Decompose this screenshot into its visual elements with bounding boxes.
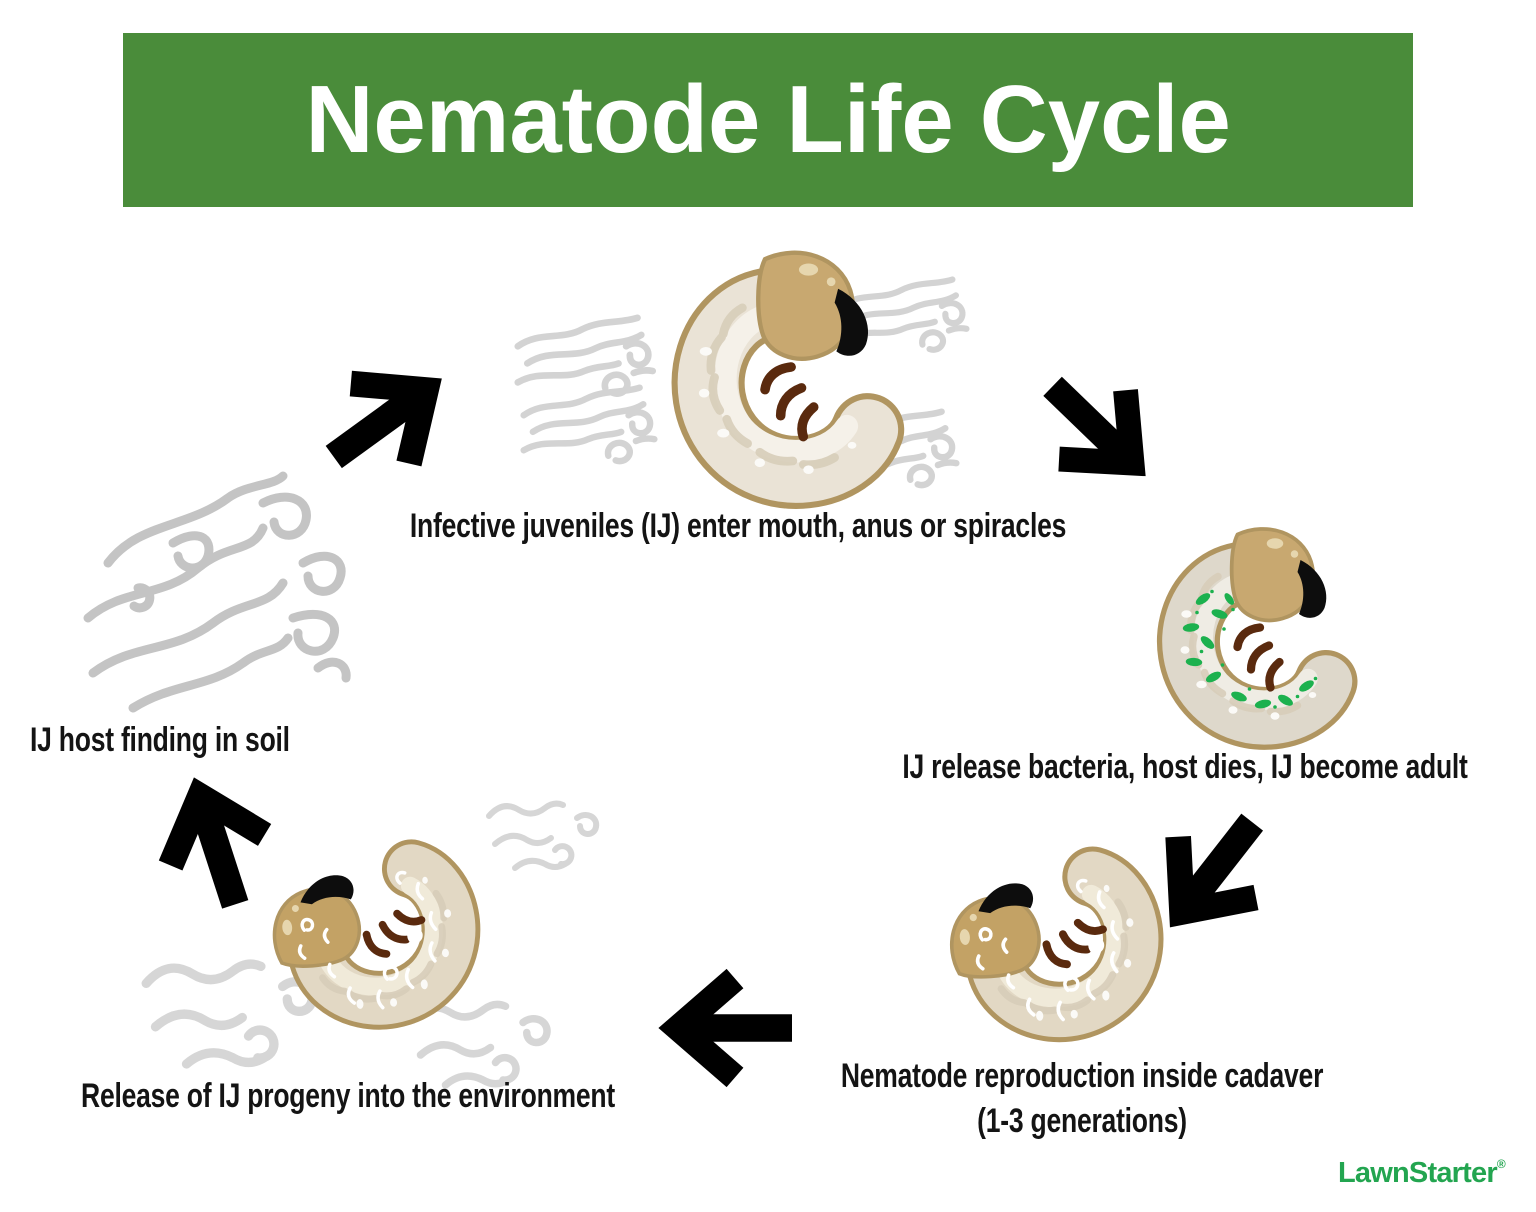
cycle-arrow-down-right: [1019, 352, 1165, 498]
caption-release: Release of IJ progeny into the environme…: [81, 1077, 615, 1115]
page-title: Nematode Life Cycle: [305, 66, 1231, 173]
grub-with-green-bacteria-illustration: [1181, 529, 1327, 720]
title-banner: Nematode Life Cycle: [123, 33, 1413, 207]
grub-larva-icon: [270, 865, 459, 1016]
caption-host-finding: IJ host finding in soil: [30, 721, 290, 759]
nematode-squiggles-icon: [146, 964, 312, 1064]
grub-cadaver-with-nematodes-illustration: [947, 873, 1142, 1028]
grub-larva-icon: [699, 253, 868, 474]
nematode-squiggles-icon: [489, 804, 596, 868]
cycle-arrow-up-right: [305, 350, 455, 497]
grub-with-wind-squiggles-illustration: [518, 253, 967, 485]
cycle-arrow-down-left: [1143, 792, 1291, 943]
cycle-arrow-left: [678, 979, 792, 1078]
caption-infection: Infective juveniles (IJ) enter mouth, an…: [409, 507, 1067, 545]
caption-reproduction-line2: (1-3 generations): [977, 1102, 1187, 1140]
registered-trademark-icon: ®: [1496, 1157, 1506, 1171]
lawnstarter-logo: LawnStarter®: [1338, 1157, 1506, 1190]
cycle-arrow-up: [153, 781, 282, 920]
caption-reproduction-line1: Nematode reproduction inside cadaver: [840, 1057, 1324, 1095]
soil-nematodes-illustration: [88, 476, 346, 708]
wind-squiggle-icon: [518, 318, 653, 394]
wind-squiggle-icon: [524, 388, 655, 461]
caption-host-death: IJ release bacteria, host dies, IJ becom…: [902, 748, 1468, 786]
caption-reproduction: Nematode reproduction inside cadaver (1-…: [840, 1054, 1324, 1144]
lawnstarter-logo-text: LawnStarter: [1338, 1157, 1498, 1189]
grub-larva-icon: [947, 873, 1142, 1028]
nematode-squiggles-icon: [413, 1004, 547, 1085]
